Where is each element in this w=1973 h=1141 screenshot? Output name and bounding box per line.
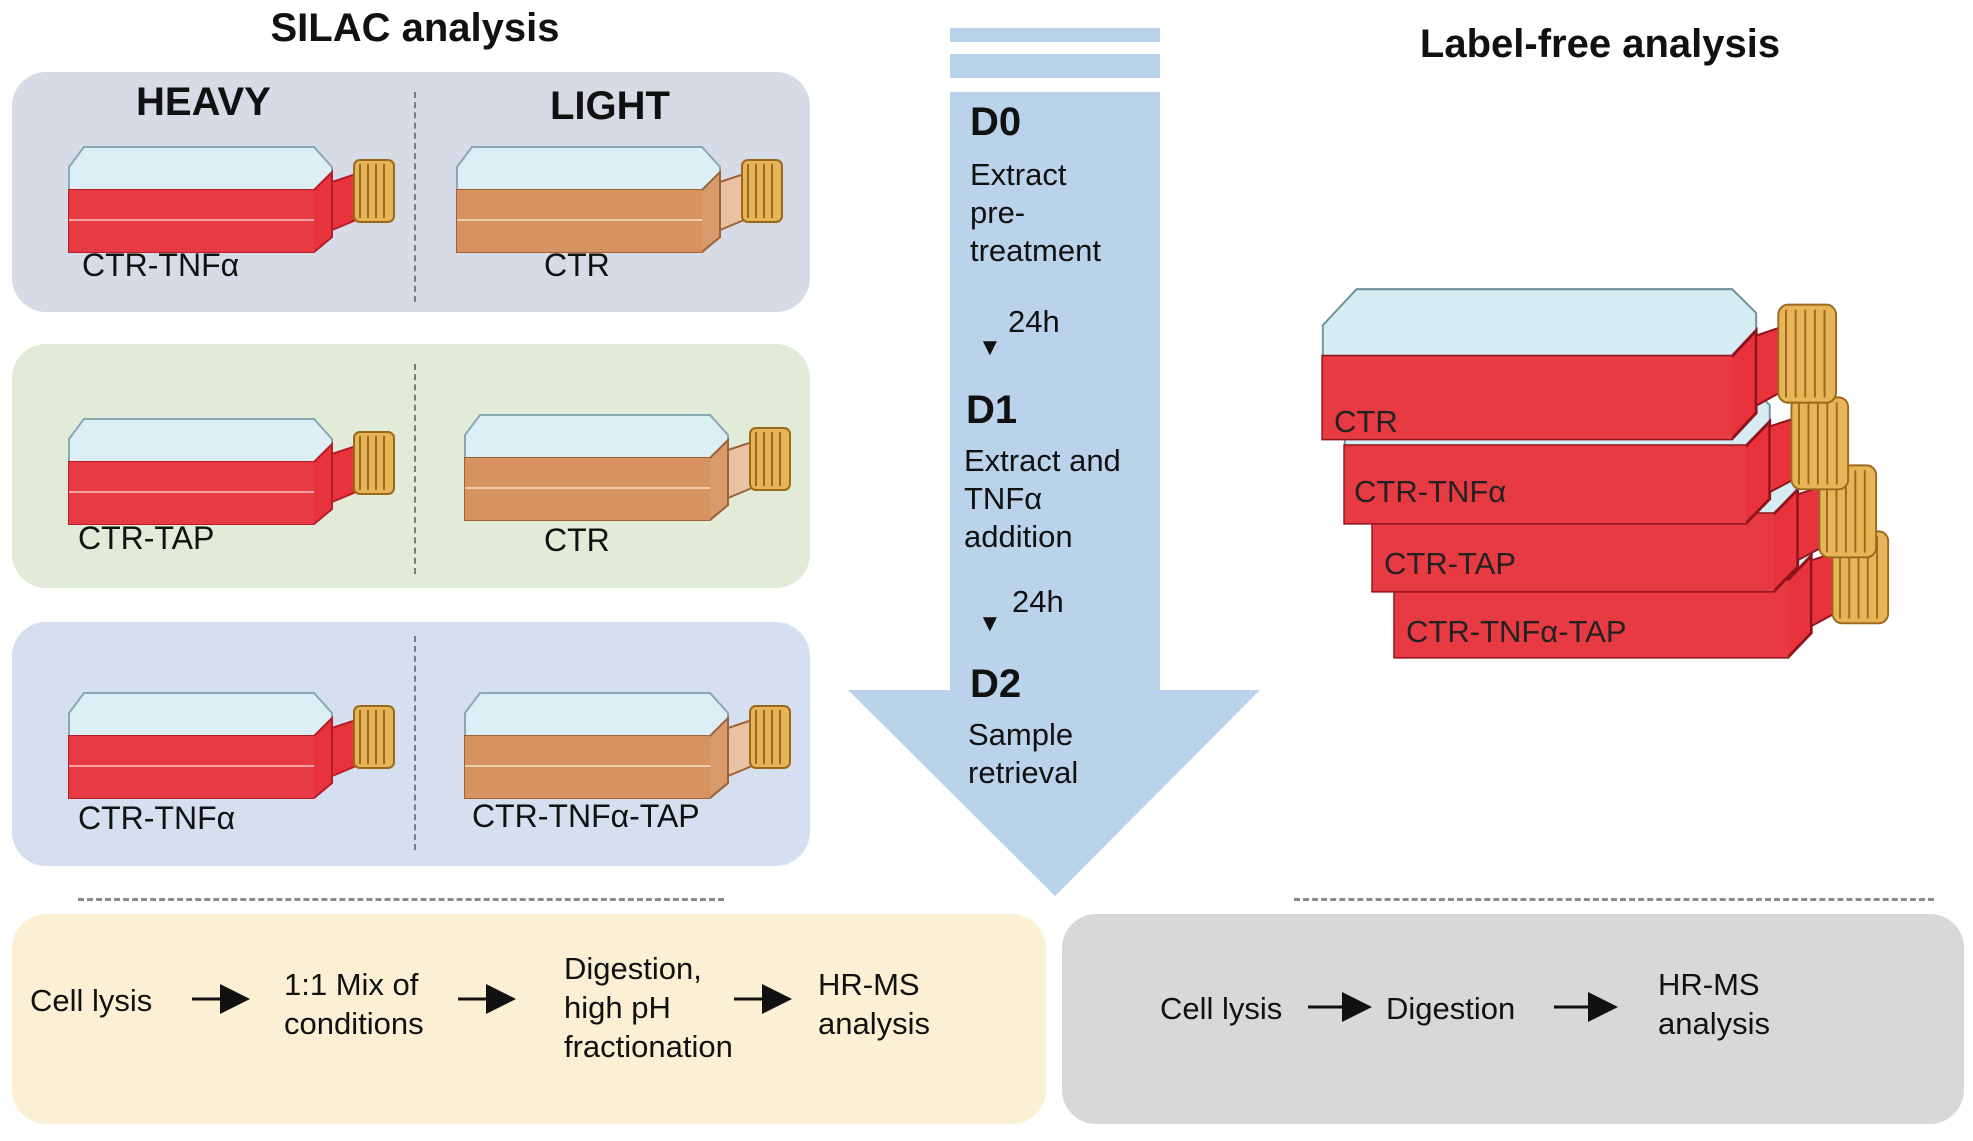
- silac-separator: [78, 898, 724, 901]
- heavy-light-divider: [414, 636, 416, 850]
- heavy-flask: [64, 142, 396, 258]
- heavy-light-divider: [414, 364, 416, 574]
- step-line: treatment: [970, 232, 1101, 268]
- silac-panel-1: HEAVY LIGHT CTR-TNFα CTR: [12, 72, 810, 312]
- workflow-step-digestion: Digestion: [1386, 991, 1516, 1026]
- step-line: pre-: [970, 194, 1026, 230]
- day-label-d0: D0: [970, 100, 1022, 144]
- heavy-condition-label: CTR-TAP: [78, 520, 215, 556]
- silac-workflow-panel: Cell lysis 1:1 Mix of conditions Digesti…: [12, 914, 1046, 1124]
- workflow-step-hrms: HR-MS analysis: [818, 967, 930, 1041]
- step-line: addition: [964, 518, 1073, 554]
- down-triangle-icon: ▼: [978, 334, 1002, 361]
- stacked-flask-label: CTR-TNFα: [1354, 474, 1507, 509]
- silac-panel-2: CTR-TAP CTR: [12, 344, 810, 588]
- light-flask: [452, 142, 784, 258]
- day-description-d1: Extract and TNFα addition: [964, 442, 1121, 555]
- step-line: TNFα: [964, 480, 1043, 516]
- timeline-arrow: [848, 28, 1260, 896]
- silac-title: SILAC analysis: [270, 6, 560, 50]
- interval-label: 24h: [1008, 304, 1060, 339]
- step-line: Sample: [968, 717, 1074, 752]
- stacked-flask-label: CTR-TNFα-TAP: [1406, 614, 1627, 649]
- light-header: LIGHT: [550, 84, 670, 128]
- day-label-d1: D1: [966, 388, 1018, 432]
- interval-label: 24h: [1012, 584, 1064, 619]
- day-description-d2: Sample retrieval: [968, 716, 1078, 792]
- workflow-step-cell-lysis: Cell lysis: [1160, 991, 1283, 1026]
- heavy-light-divider: [414, 92, 416, 302]
- step-line: Extract: [970, 157, 1067, 192]
- labelfree-workflow-panel: Cell lysis Digestion HR-MS analysis: [1062, 914, 1964, 1124]
- workflow-step-hrms: HR-MS analysis: [1658, 967, 1770, 1041]
- arrow-right-icon: [1554, 992, 1618, 1022]
- heavy-condition-label: CTR-TNFα: [82, 247, 240, 283]
- heavy-condition-label: CTR-TNFα: [78, 800, 236, 836]
- silac-panel-3: CTR-TNFα CTR-TNFα-TAP: [12, 622, 810, 866]
- light-flask: [460, 410, 792, 526]
- heavy-flask: [64, 414, 396, 530]
- arrow-right-icon: [458, 984, 516, 1014]
- light-condition-label: CTR: [544, 247, 610, 283]
- heavy-flask: [64, 688, 396, 804]
- workflow-step-digestion: Digestion, high pH fractionation: [564, 951, 733, 1064]
- labelfree-separator: [1294, 898, 1934, 901]
- down-triangle-icon: ▼: [978, 610, 1002, 637]
- stacked-flask-label: CTR-TAP: [1384, 546, 1517, 581]
- day-label-d2: D2: [970, 662, 1022, 706]
- workflow-step-mix: 1:1 Mix of conditions: [284, 967, 424, 1041]
- labelfree-title: Label-free analysis: [1419, 22, 1781, 66]
- heavy-header: HEAVY: [136, 80, 271, 124]
- arrow-right-icon: [734, 984, 792, 1014]
- day-description-d0: Extract pre- treatment: [970, 156, 1101, 269]
- light-flask: [460, 688, 792, 804]
- step-line: retrieval: [968, 754, 1079, 790]
- arrow-right-icon: [192, 984, 250, 1014]
- arrow-right-icon: [1308, 992, 1372, 1022]
- stacked-flask-label: CTR: [1334, 404, 1398, 439]
- step-line: Extract and: [964, 443, 1121, 478]
- light-condition-label: CTR-TNFα-TAP: [472, 798, 700, 834]
- workflow-step-cell-lysis: Cell lysis: [30, 983, 153, 1018]
- light-condition-label: CTR: [544, 522, 610, 558]
